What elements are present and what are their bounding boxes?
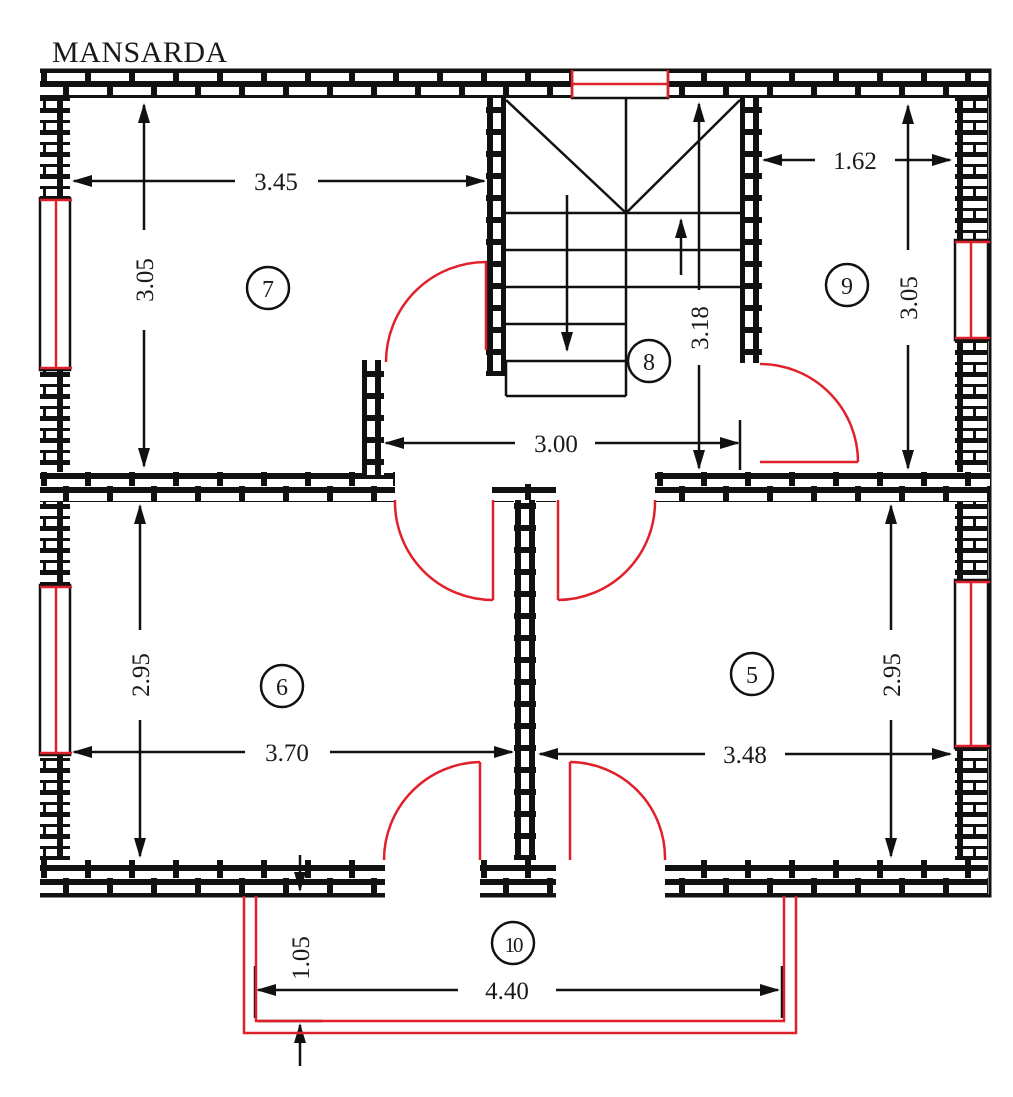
dim-r7-width: 3.45	[254, 169, 298, 196]
svg-text:8: 8	[643, 350, 655, 376]
plan-title: MANSARDA	[52, 36, 228, 69]
room-label-6: 6	[259, 663, 305, 709]
dim-r6-width: 3.70	[265, 740, 309, 767]
svg-text:9: 9	[841, 274, 853, 300]
doors	[382, 260, 860, 861]
dim-r10-width: 4.40	[485, 978, 529, 1005]
windows	[38, 68, 990, 757]
dim-r9-height: 3.05	[896, 276, 923, 320]
room-numbers: 7 8 9 6 5 10	[245, 262, 870, 966]
room-label-9: 9	[824, 262, 870, 308]
dim-r10-height: 1.05	[288, 936, 315, 980]
room-label-8: 8	[626, 338, 672, 384]
outer-walls	[40, 68, 992, 898]
svg-text:7: 7	[262, 277, 274, 303]
dim-r7-height: 3.05	[132, 258, 159, 302]
dim-r8-height: 3.18	[687, 306, 714, 350]
staircase	[504, 98, 741, 398]
dim-r6-height: 2.95	[128, 653, 155, 697]
dim-r5-height: 2.95	[879, 653, 906, 697]
svg-text:5: 5	[746, 663, 758, 689]
dimension-labels: 3.45 3.05 1.62 3.05 3.00 3.18 3.70 2.95 …	[128, 148, 923, 1005]
room-label-5: 5	[729, 651, 775, 697]
dim-r9-width: 1.62	[833, 148, 877, 175]
balcony-railing	[242, 896, 798, 1035]
room-label-7: 7	[245, 265, 291, 311]
dim-r8-width: 3.00	[534, 431, 578, 458]
inner-walls	[40, 98, 990, 860]
dim-r5-width: 3.48	[723, 742, 767, 769]
svg-text:10: 10	[505, 933, 524, 957]
svg-text:6: 6	[276, 675, 288, 701]
dimension-lines	[72, 102, 952, 1066]
room-label-10: 10	[490, 920, 536, 966]
